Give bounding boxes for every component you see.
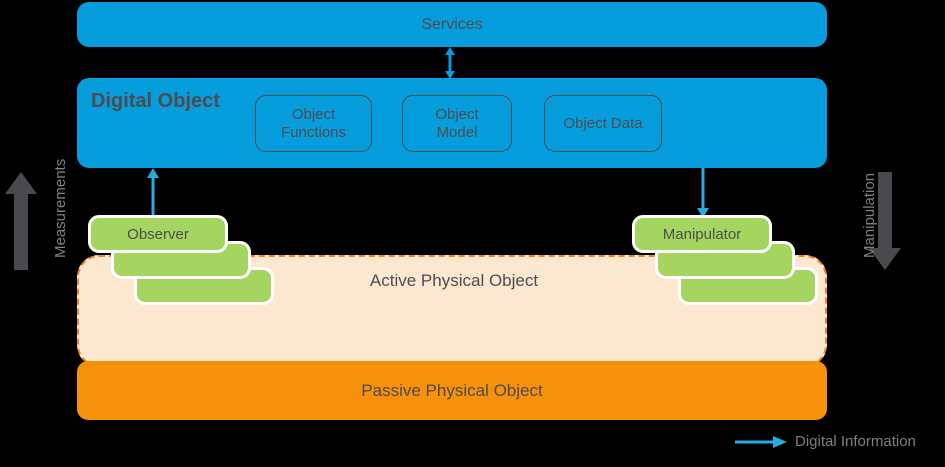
active-physical-object-label: Active Physical Object	[369, 271, 539, 290]
observer-label: Observer	[127, 225, 189, 243]
object-data-box: Object Data	[544, 95, 662, 152]
digital-object-block: Digital Object Object Functions Object M…	[77, 78, 827, 168]
digital-object-label: Digital Object	[91, 90, 220, 112]
object-model-line1: Object	[435, 105, 479, 123]
passive-physical-object-block: Passive Physical Object	[77, 361, 827, 420]
services-digital-object-arrow	[445, 47, 455, 79]
legend-arrow-icon	[735, 435, 787, 448]
object-model-line2: Model	[436, 123, 478, 141]
observer-box-1: Observer	[88, 215, 228, 253]
manipulator-label: Manipulator	[662, 225, 742, 243]
object-model-box: Object Model	[402, 95, 512, 152]
object-data-label: Object Data	[563, 114, 643, 132]
manipulation-label: Manipulation	[861, 172, 878, 258]
manipulator-box-1: Manipulator	[632, 215, 772, 253]
object-functions-box: Object Functions	[255, 95, 372, 152]
measurements-up-arrow-icon	[5, 172, 37, 270]
legend: Digital Information	[735, 433, 916, 450]
manipulation-down-arrow-icon	[869, 172, 901, 270]
observer-to-digital-object-arrow	[147, 168, 159, 218]
measurements-label: Measurements	[52, 158, 69, 258]
legend-label: Digital Information	[795, 433, 916, 450]
passive-physical-object-label: Passive Physical Object	[361, 380, 543, 400]
object-functions-line1: Object	[291, 105, 336, 123]
services-block: Services	[77, 2, 827, 47]
services-label: Services	[421, 15, 483, 33]
object-functions-line2: Functions	[280, 123, 347, 141]
digital-object-to-manipulator-arrow	[697, 168, 709, 218]
